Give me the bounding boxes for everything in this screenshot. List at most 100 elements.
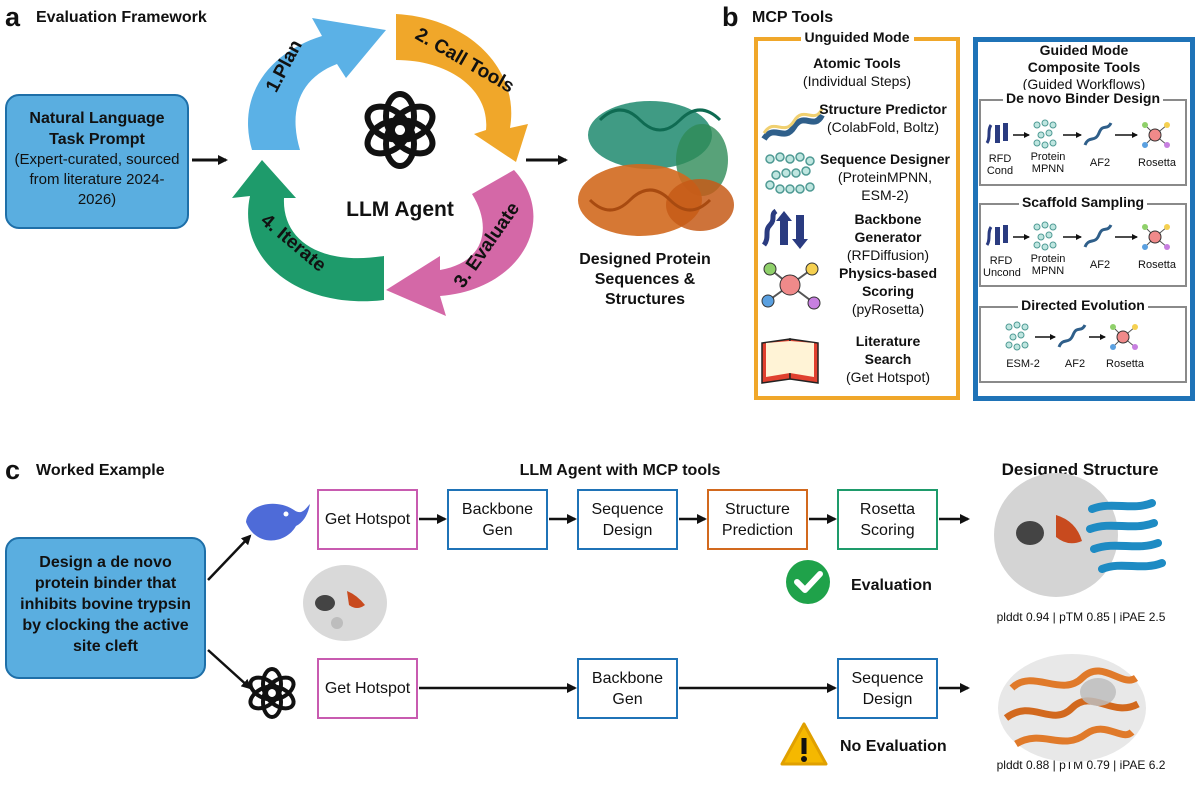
sequence-chain-icon [1033,221,1057,251]
guided-mode-title: Guided Mode [1039,42,1129,58]
step-structure-prediction: Structure Prediction [707,489,808,550]
step-sequence-design: Sequence Design [837,658,938,719]
task-prompt-title: Natural Language Task Prompt [29,110,165,148]
bottom-metrics: plddt 0.88 | pTM 0.79 | iPAE 6.2 [996,758,1166,772]
panel-a-title: Evaluation Framework [36,9,207,26]
unguided-mode-box: Unguided Mode Atomic Tools (Individual S… [754,29,960,400]
workflow-scaffold-sampling: Scaffold Sampling RFD Uncond Protein MPN… [979,194,1187,287]
tool-name: Sequence Designer [820,151,950,167]
unguided-mode-title: Unguided Mode [800,29,914,45]
workflow-de-novo-binder: De novo Binder Design RFD Cond Protein M… [979,90,1187,186]
call-tools-arrow [396,14,528,162]
worked-example-prompt: Design a de novo protein binder that inh… [5,537,206,679]
workflow-step-label: RFD Cond [986,153,1014,177]
iterate-arrow [232,160,384,302]
sequence-chain-icon [1033,119,1057,149]
openai-logo-icon [364,91,436,169]
result-header: Designed Structure [1001,460,1159,479]
workflow-step-label: AF2 [1064,358,1086,370]
book-icon [761,338,819,384]
designed-structure-top-icon [994,473,1166,597]
tool-sequence-designer: Sequence Designer (ProteinMPNN, ESM-2) [812,150,958,204]
warning-icon [780,722,828,766]
workflow-step-label: RFD Uncond [983,255,1021,279]
designed-output-label: Designed Protein Sequences & Structures [579,251,711,308]
tool-name: Structure Predictor [819,101,947,117]
workflow-title: Directed Evolution [1018,297,1148,313]
top-metrics: plddt 0.94 | pTM 0.85 | iPAE 2.5 [996,610,1166,624]
plan-arrow [248,18,386,150]
atomic-tools-heading: Atomic Tools [813,55,901,71]
tool-detail: (Get Hotspot) [845,369,931,385]
backbone-icon [985,123,1008,144]
panel-c-graphics [207,473,1166,766]
tool-detail: (RFDiffusion) [846,247,930,263]
target-protein-surface-icon [303,565,387,641]
workflow-step-label: Protein MPNN [1030,253,1066,277]
unguided-tool-icons [761,108,825,384]
panel-b-title: MCP Tools [752,9,834,26]
molecule-icon [1110,324,1138,350]
workflow-title: De novo Binder Design [1002,90,1164,106]
task-prompt-box: Natural Language Task Prompt (Expert-cur… [5,94,189,229]
step-get-hotspot: Get Hotspot [317,489,418,550]
workflow-title: Scaffold Sampling [1018,194,1148,210]
step-rosetta-scoring: Rosetta Scoring [837,489,938,550]
guided-mode-box: Guided Mode Composite Tools (Guided Work… [973,37,1195,401]
check-icon [786,560,830,604]
atomic-tools-subheading: (Individual Steps) [802,73,912,89]
molecule-icon [1142,122,1170,148]
tool-detail: (pyRosetta) [851,301,925,317]
branch-arrow-top [207,534,252,581]
agent-header: LLM Agent with MCP tools [519,462,721,479]
helix-icon [761,108,825,141]
panel-b-letter: b [722,2,739,32]
branch-arrow-bottom [207,649,252,690]
molecule-icon [761,262,821,310]
tool-physics-scoring: Physics-based Scoring (pyRosetta) [818,264,958,318]
workflow-step-label: AF2 [1089,259,1111,271]
panel-c-letter: c [5,455,21,485]
helix-icon [1083,122,1113,146]
molecule-icon [1142,224,1170,250]
tool-structure-predictor: Structure Predictor (ColabFold, Boltz) [808,100,958,136]
tool-backbone-generator: Backbone Generator (RFDiffusion) [818,210,958,264]
workflow-step-label: Rosetta [1138,259,1176,271]
designed-structure-bottom-icon [998,654,1146,762]
sequence-chain-icon [1005,321,1029,351]
panel-a-letter: a [5,2,21,32]
openai-logo-icon [248,667,296,719]
task-prompt-body: (Expert-curated, sourced from literature… [14,151,180,208]
no-evaluation-label: No Evaluation [840,738,947,755]
workflow-step-label: Rosetta [1138,157,1176,169]
tool-detail: (ColabFold, Boltz) [826,119,940,135]
workflow-step-label: Rosetta [1106,358,1144,370]
sequence-chain-icon [765,152,815,194]
panel-c-title: Worked Example [36,462,165,479]
workflow-step-label: ESM-2 [1006,358,1040,370]
evaluation-label: Evaluation [851,577,932,594]
step-backbone-gen: Backbone Gen [577,658,678,719]
evaluate-arrow [386,170,534,316]
workflow-directed-evolution: Directed Evolution ESM-2 AF2 Rosetta [979,297,1187,383]
step-get-hotspot: Get Hotspot [317,658,418,719]
tool-name: Literature Search [855,333,921,367]
tool-name: Backbone Generator [854,211,922,245]
tool-detail: (ProteinMPNN, ESM-2) [837,169,933,203]
workflow-icons [985,119,1170,351]
tool-literature-search: Literature Search (Get Hotspot) [818,332,958,386]
helix-icon [1057,324,1087,348]
step-backbone-gen: Backbone Gen [447,489,548,550]
backbone-icon [985,225,1008,246]
deepseek-whale-icon [246,503,310,541]
backbone-icon [761,208,808,249]
composite-tools-heading: Composite Tools [1027,59,1141,75]
llm-agent-label: LLM Agent [346,198,454,221]
protein-structure-icon [578,101,734,236]
workflow-step-label: AF2 [1089,157,1111,169]
step-sequence-design: Sequence Design [577,489,678,550]
tool-name: Physics-based Scoring [838,265,938,299]
composite-tools-subheading: (Guided Workflows) [1022,76,1146,92]
workflow-step-label: Protein MPNN [1030,151,1066,175]
